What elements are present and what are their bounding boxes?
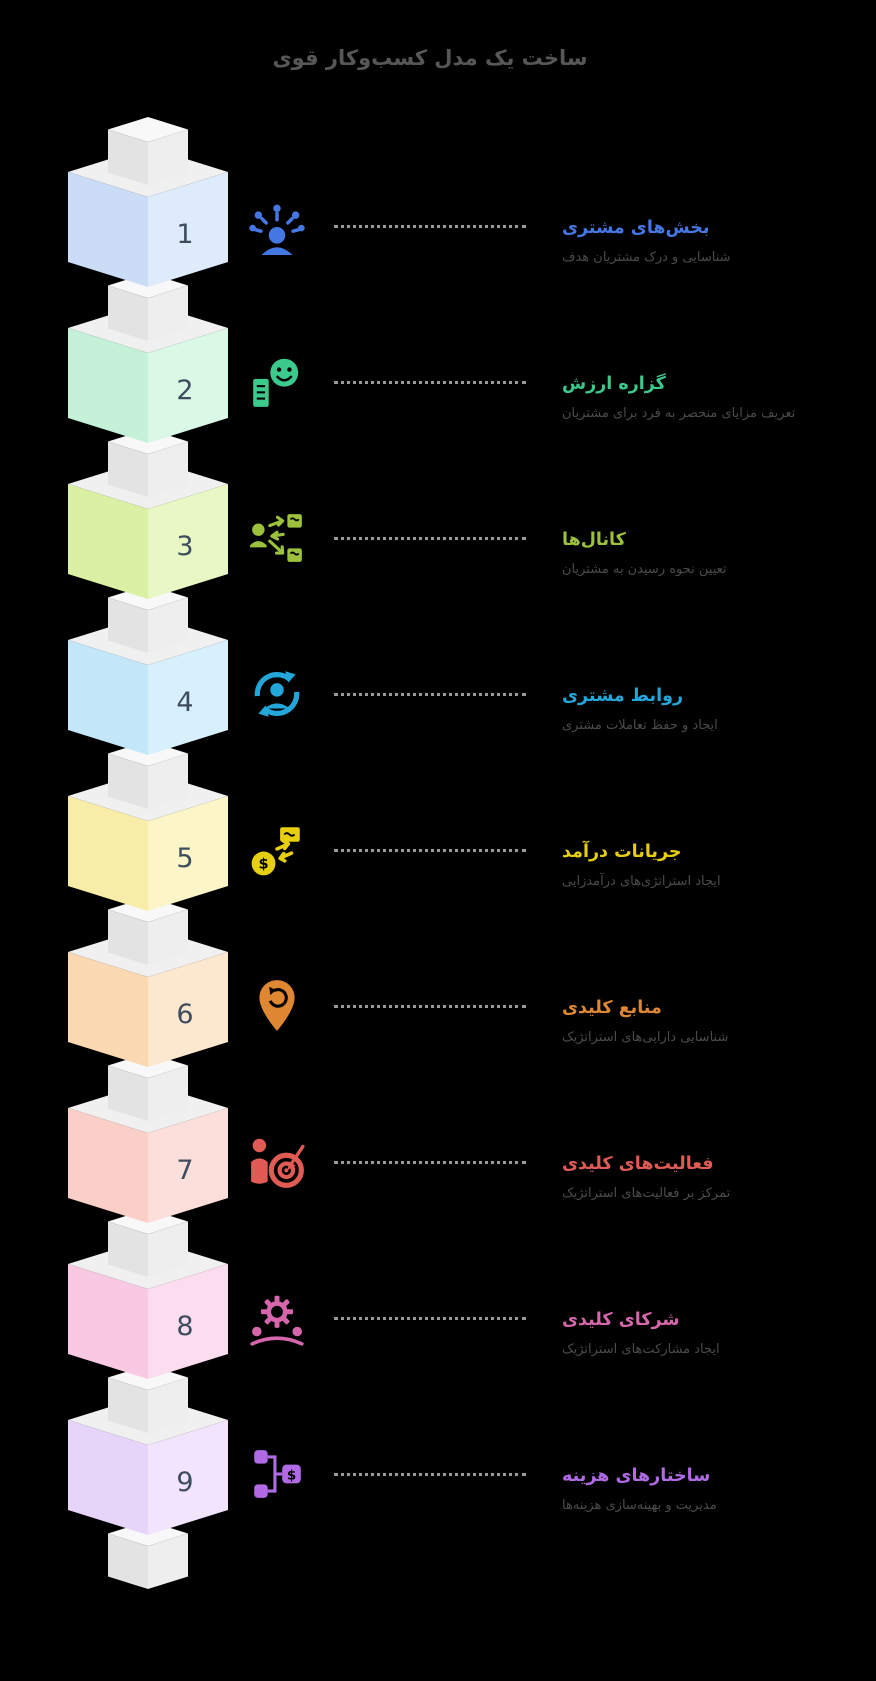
step-title: گزاره ارزش (562, 373, 666, 394)
step-description: ایجاد و حفظ تعاملات مشتری (562, 717, 718, 733)
block-number: 6 (176, 999, 193, 1030)
block-number: 8 (176, 1311, 193, 1342)
block-number: 1 (176, 219, 193, 250)
dotted-connector (334, 1472, 526, 1476)
step-title: فعالیت‌های کلیدی (562, 1153, 714, 1174)
page-title: ساخت یک مدل کسب‌وکار قوی (272, 46, 588, 70)
step-title: بخش‌های مشتری (562, 217, 710, 238)
dotted-connector (334, 692, 526, 696)
steps-list: بخش‌های مشتری شناسایی و درک مشتریان هدف … (0, 148, 876, 1552)
step-description: ایجاد استراتژی‌های درآمدزایی (562, 873, 721, 889)
dotted-connector (334, 1316, 526, 1320)
value-smile-icon (248, 353, 306, 411)
block-number: 3 (176, 531, 193, 562)
step-title: منابع کلیدی (562, 997, 662, 1018)
step-text: شرکای کلیدی ایجاد مشارکت‌های استراتژیک (562, 1310, 720, 1357)
step-text: جریانات درآمد ایجاد استراتژی‌های درآمدزا… (562, 842, 721, 889)
step-title: ساختارهای هزینه (562, 1465, 711, 1486)
step-row: روابط مشتری ایجاد و حفظ تعاملات مشتری (0, 616, 876, 772)
step-text: ساختارهای هزینه مدیریت و بهینه‌سازی هزین… (562, 1466, 717, 1513)
step-text: منابع کلیدی شناسایی دارایی‌های استراتژیک (562, 998, 728, 1045)
block-number: 4 (176, 687, 193, 718)
step-description: تعریف مزایای منحصر به فرد برای مشتریان (562, 405, 796, 421)
step-row: فعالیت‌های کلیدی تمرکز بر فعالیت‌های است… (0, 1084, 876, 1240)
step-text: گزاره ارزش تعریف مزایای منحصر به فرد برا… (562, 374, 795, 421)
channels-icon (248, 509, 306, 567)
partners-gear-icon (248, 1289, 306, 1347)
svg-text:$: $ (287, 1469, 296, 1484)
step-title: روابط مشتری (562, 685, 684, 706)
dotted-connector (334, 224, 526, 228)
step-row: گزاره ارزش تعریف مزایای منحصر به فرد برا… (0, 304, 876, 460)
dotted-connector (334, 1004, 526, 1008)
step-description: شناسایی و درک مشتریان هدف (562, 249, 731, 265)
step-text: روابط مشتری ایجاد و حفظ تعاملات مشتری (562, 686, 718, 733)
step-description: مدیریت و بهینه‌سازی هزینه‌ها (562, 1497, 717, 1513)
step-title: شرکای کلیدی (562, 1309, 680, 1330)
step-title: جریانات درآمد (562, 841, 682, 862)
dotted-connector (334, 1160, 526, 1164)
step-row: منابع کلیدی شناسایی دارایی‌های استراتژیک (0, 928, 876, 1084)
step-row: بخش‌های مشتری شناسایی و درک مشتریان هدف (0, 148, 876, 304)
audience-icon (248, 197, 306, 255)
block-number: 7 (176, 1155, 193, 1186)
svg-text:$: $ (258, 857, 268, 873)
step-description: تمرکز بر فعالیت‌های استراتژیک (562, 1185, 731, 1201)
step-row: شرکای کلیدی ایجاد مشارکت‌های استراتژیک (0, 1240, 876, 1396)
block-number: 2 (176, 375, 193, 406)
step-row: $ ساختارهای هزینه مدیریت و بهینه‌سازی هز… (0, 1396, 876, 1552)
cost-flow-icon: $ (248, 1445, 306, 1503)
step-row: کانال‌ها تعیین نحوه رسیدن به مشتریان (0, 460, 876, 616)
step-text: بخش‌های مشتری شناسایی و درک مشتریان هدف (562, 218, 731, 265)
activities-target-icon (248, 1133, 306, 1191)
block-tower: 9 8 7 6 5 4 3 2 1 (68, 117, 228, 1589)
revenue-exchange-icon: $ (248, 821, 306, 879)
step-row: $ جریانات درآمد ایجاد استراتژی‌های درآمد… (0, 772, 876, 928)
block-number: 5 (176, 843, 193, 874)
step-description: تعیین نحوه رسیدن به مشتریان (562, 561, 727, 577)
block-number: 9 (176, 1467, 193, 1498)
step-description: ایجاد مشارکت‌های استراتژیک (562, 1341, 720, 1357)
step-text: کانال‌ها تعیین نحوه رسیدن به مشتریان (562, 530, 727, 577)
relationship-cycle-icon (248, 665, 306, 723)
step-description: شناسایی دارایی‌های استراتژیک (562, 1029, 729, 1045)
dotted-connector (334, 380, 526, 384)
dotted-connector (334, 848, 526, 852)
step-text: فعالیت‌های کلیدی تمرکز بر فعالیت‌های است… (562, 1154, 730, 1201)
resources-pin-icon (248, 977, 306, 1035)
dotted-connector (334, 536, 526, 540)
step-title: کانال‌ها (562, 529, 626, 550)
